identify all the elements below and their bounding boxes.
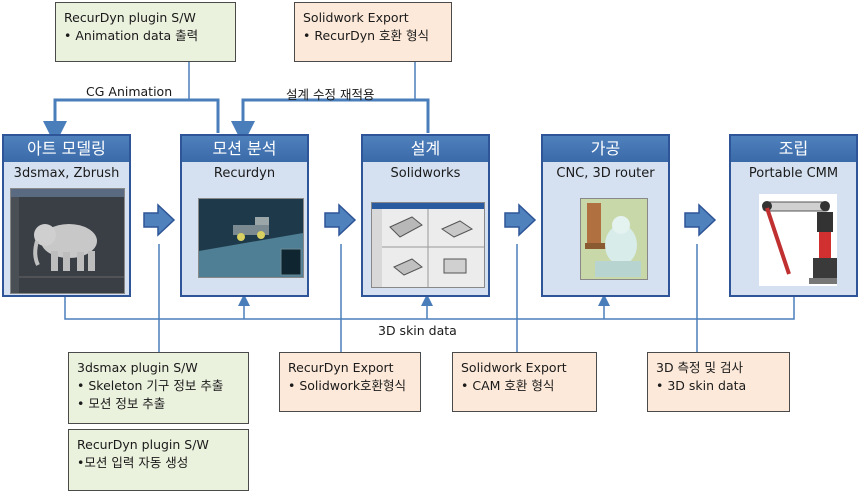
stage-design: 설계 Solidworks bbox=[361, 134, 490, 297]
stage-subtitle: 3dsmax, Zbrush bbox=[13, 166, 120, 181]
note-line: Solidwork Export bbox=[303, 10, 409, 25]
stage-art-modeling: 아트 모델링 3dsmax, Zbrush bbox=[2, 134, 131, 297]
stage-machining: 가공 CNC, 3D router bbox=[541, 134, 670, 297]
note-line: RecurDyn plugin S/W bbox=[64, 10, 196, 25]
top-note-solidwork-export: Solidwork Export • RecurDyn 호환 형식 bbox=[294, 2, 452, 62]
flow-arrow-icon bbox=[684, 203, 717, 237]
bottom-note-solidwork-export: Solidwork Export • CAM 호환 형식 bbox=[452, 352, 597, 412]
note-line: • 모션 정보 추출 bbox=[77, 396, 166, 411]
bottom-note-recurdyn-export: RecurDyn Export • Solidwork호환형식 bbox=[279, 352, 421, 412]
mechanism-simulation-icon bbox=[198, 198, 304, 278]
stage-assembly: 조립 Portable CMM bbox=[729, 134, 858, 297]
flow-arrow-icon bbox=[504, 203, 537, 237]
bottom-note-3d-measurement: 3D 측정 및 검사 • 3D skin data bbox=[647, 352, 790, 412]
top-note-recurdyn-plugin: RecurDyn plugin S/W • Animation data 출력 bbox=[55, 2, 236, 62]
skin-data-label: 3D skin data bbox=[378, 323, 457, 338]
note-line: • RecurDyn 호환 형식 bbox=[303, 28, 429, 43]
note-line: 3dsmax plugin S/W bbox=[77, 360, 198, 375]
stage-subtitle: Recurdyn bbox=[213, 166, 276, 181]
stage-motion-analysis: 모션 분석 Recurdyn bbox=[180, 134, 309, 297]
note-line: • 3D skin data bbox=[656, 378, 747, 393]
stage-title: 설계 bbox=[363, 136, 488, 162]
flow-arrow-icon bbox=[143, 203, 176, 237]
cad-assembly-icon bbox=[371, 202, 485, 288]
cg-animation-loop bbox=[43, 98, 220, 145]
note-line: Solidwork Export bbox=[461, 360, 567, 375]
stage-title: 가공 bbox=[543, 136, 668, 162]
note-line: RecurDyn plugin S/W bbox=[77, 437, 209, 452]
bottom-note-recurdyn-plugin: RecurDyn plugin S/W •모션 입력 자동 생성 bbox=[68, 429, 249, 491]
design-reuse-loop bbox=[231, 98, 430, 145]
stage-subtitle: Solidworks bbox=[390, 166, 461, 181]
note-line: •모션 입력 자동 생성 bbox=[77, 455, 189, 470]
cg-animation-label: CG Animation bbox=[86, 84, 173, 99]
note-line: • Solidwork호환형식 bbox=[288, 378, 407, 393]
elephant-model-icon bbox=[10, 188, 125, 294]
note-line: • Animation data 출력 bbox=[64, 28, 199, 43]
stage-subtitle: CNC, 3D router bbox=[556, 166, 655, 181]
cnc-router-icon bbox=[580, 198, 648, 280]
stage-title: 모션 분석 bbox=[182, 136, 307, 162]
note-line: 3D 측정 및 검사 bbox=[656, 360, 743, 375]
skin-data-line bbox=[64, 297, 795, 320]
measuring-arm-icon bbox=[759, 194, 837, 286]
bottom-note-3dsmax-plugin: 3dsmax plugin S/W • Skeleton 기구 정보 추출 • … bbox=[68, 352, 249, 424]
flow-arrow-icon bbox=[324, 203, 357, 237]
design-reuse-label: 설계 수정 재적용 bbox=[286, 87, 375, 102]
stage-title: 조립 bbox=[731, 136, 856, 162]
note-line: • Skeleton 기구 정보 추출 bbox=[77, 378, 224, 393]
stage-subtitle: Portable CMM bbox=[748, 166, 839, 181]
note-line: RecurDyn Export bbox=[288, 360, 394, 375]
note-line: • CAM 호환 형식 bbox=[461, 378, 555, 393]
stage-title: 아트 모델링 bbox=[4, 136, 129, 162]
